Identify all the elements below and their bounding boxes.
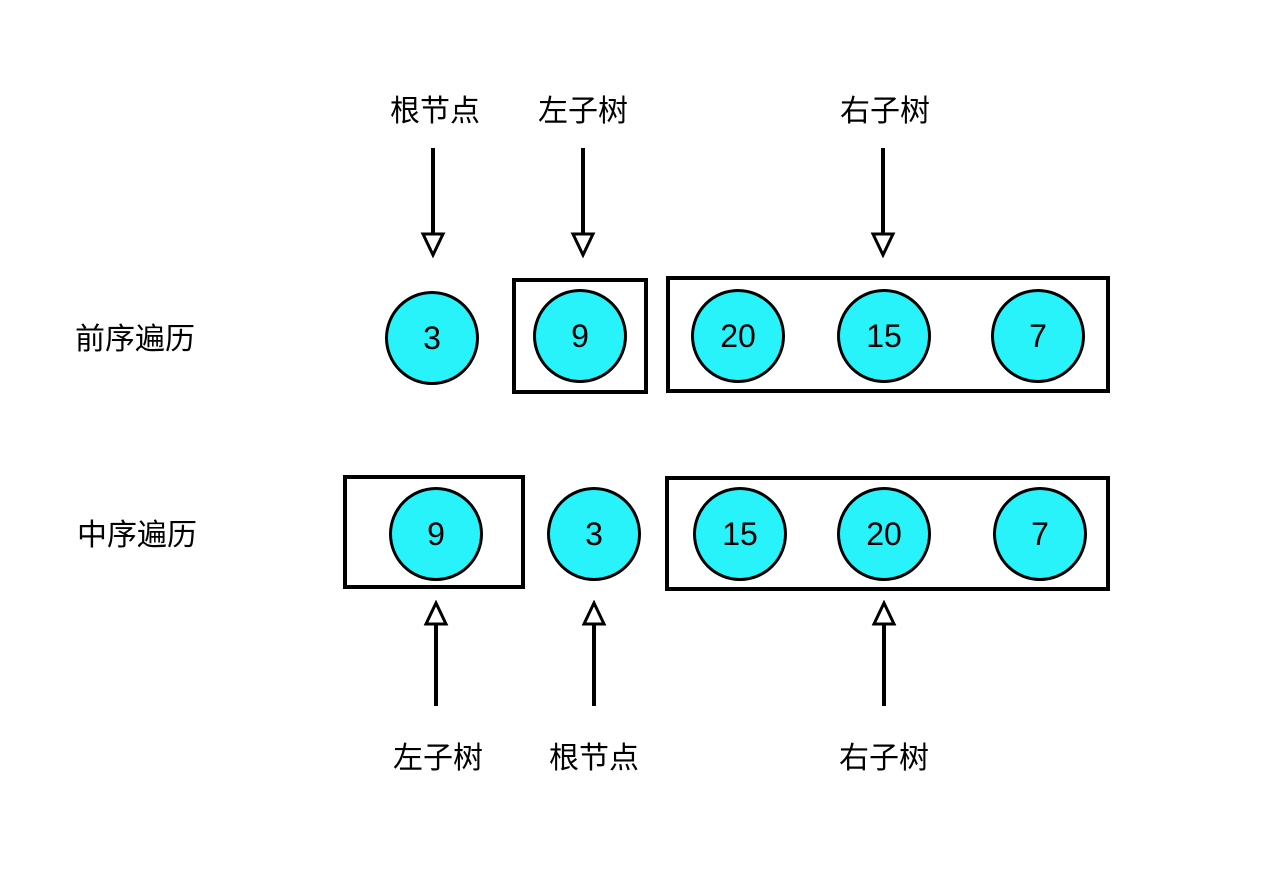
top-label-left-subtree: 左子树 bbox=[538, 95, 628, 128]
preorder-root-node: 3 bbox=[385, 291, 479, 385]
inorder-left-subtree-box bbox=[343, 475, 525, 589]
up-arrow-root-icon bbox=[581, 600, 607, 706]
preorder-row-label: 前序遍历 bbox=[75, 323, 195, 356]
down-arrow-root-icon bbox=[420, 148, 446, 258]
inorder-row-label: 中序遍历 bbox=[77, 519, 197, 552]
inorder-right-node-15: 15 bbox=[693, 487, 787, 581]
bottom-label-right-subtree: 右子树 bbox=[839, 742, 929, 775]
up-arrow-right-subtree-icon bbox=[871, 600, 897, 706]
inorder-root-node: 3 bbox=[547, 487, 641, 581]
preorder-right-subtree-box bbox=[666, 276, 1110, 393]
preorder-left-node-9: 9 bbox=[533, 289, 627, 383]
bottom-label-root: 根节点 bbox=[549, 742, 639, 775]
top-label-right-subtree: 右子树 bbox=[840, 95, 930, 128]
inorder-right-subtree-box bbox=[665, 476, 1110, 591]
preorder-left-subtree-box bbox=[512, 278, 648, 394]
preorder-right-node-15: 15 bbox=[837, 289, 931, 383]
top-label-root: 根节点 bbox=[390, 95, 480, 128]
bottom-label-left-subtree: 左子树 bbox=[393, 742, 483, 775]
down-arrow-left-subtree-icon bbox=[570, 148, 596, 258]
inorder-right-node-20: 20 bbox=[837, 487, 931, 581]
preorder-right-node-7: 7 bbox=[991, 289, 1085, 383]
preorder-right-node-20: 20 bbox=[691, 289, 785, 383]
up-arrow-left-subtree-icon bbox=[423, 600, 449, 706]
inorder-left-node-9: 9 bbox=[389, 487, 483, 581]
down-arrow-right-subtree-icon bbox=[870, 148, 896, 258]
inorder-right-node-7: 7 bbox=[993, 487, 1087, 581]
